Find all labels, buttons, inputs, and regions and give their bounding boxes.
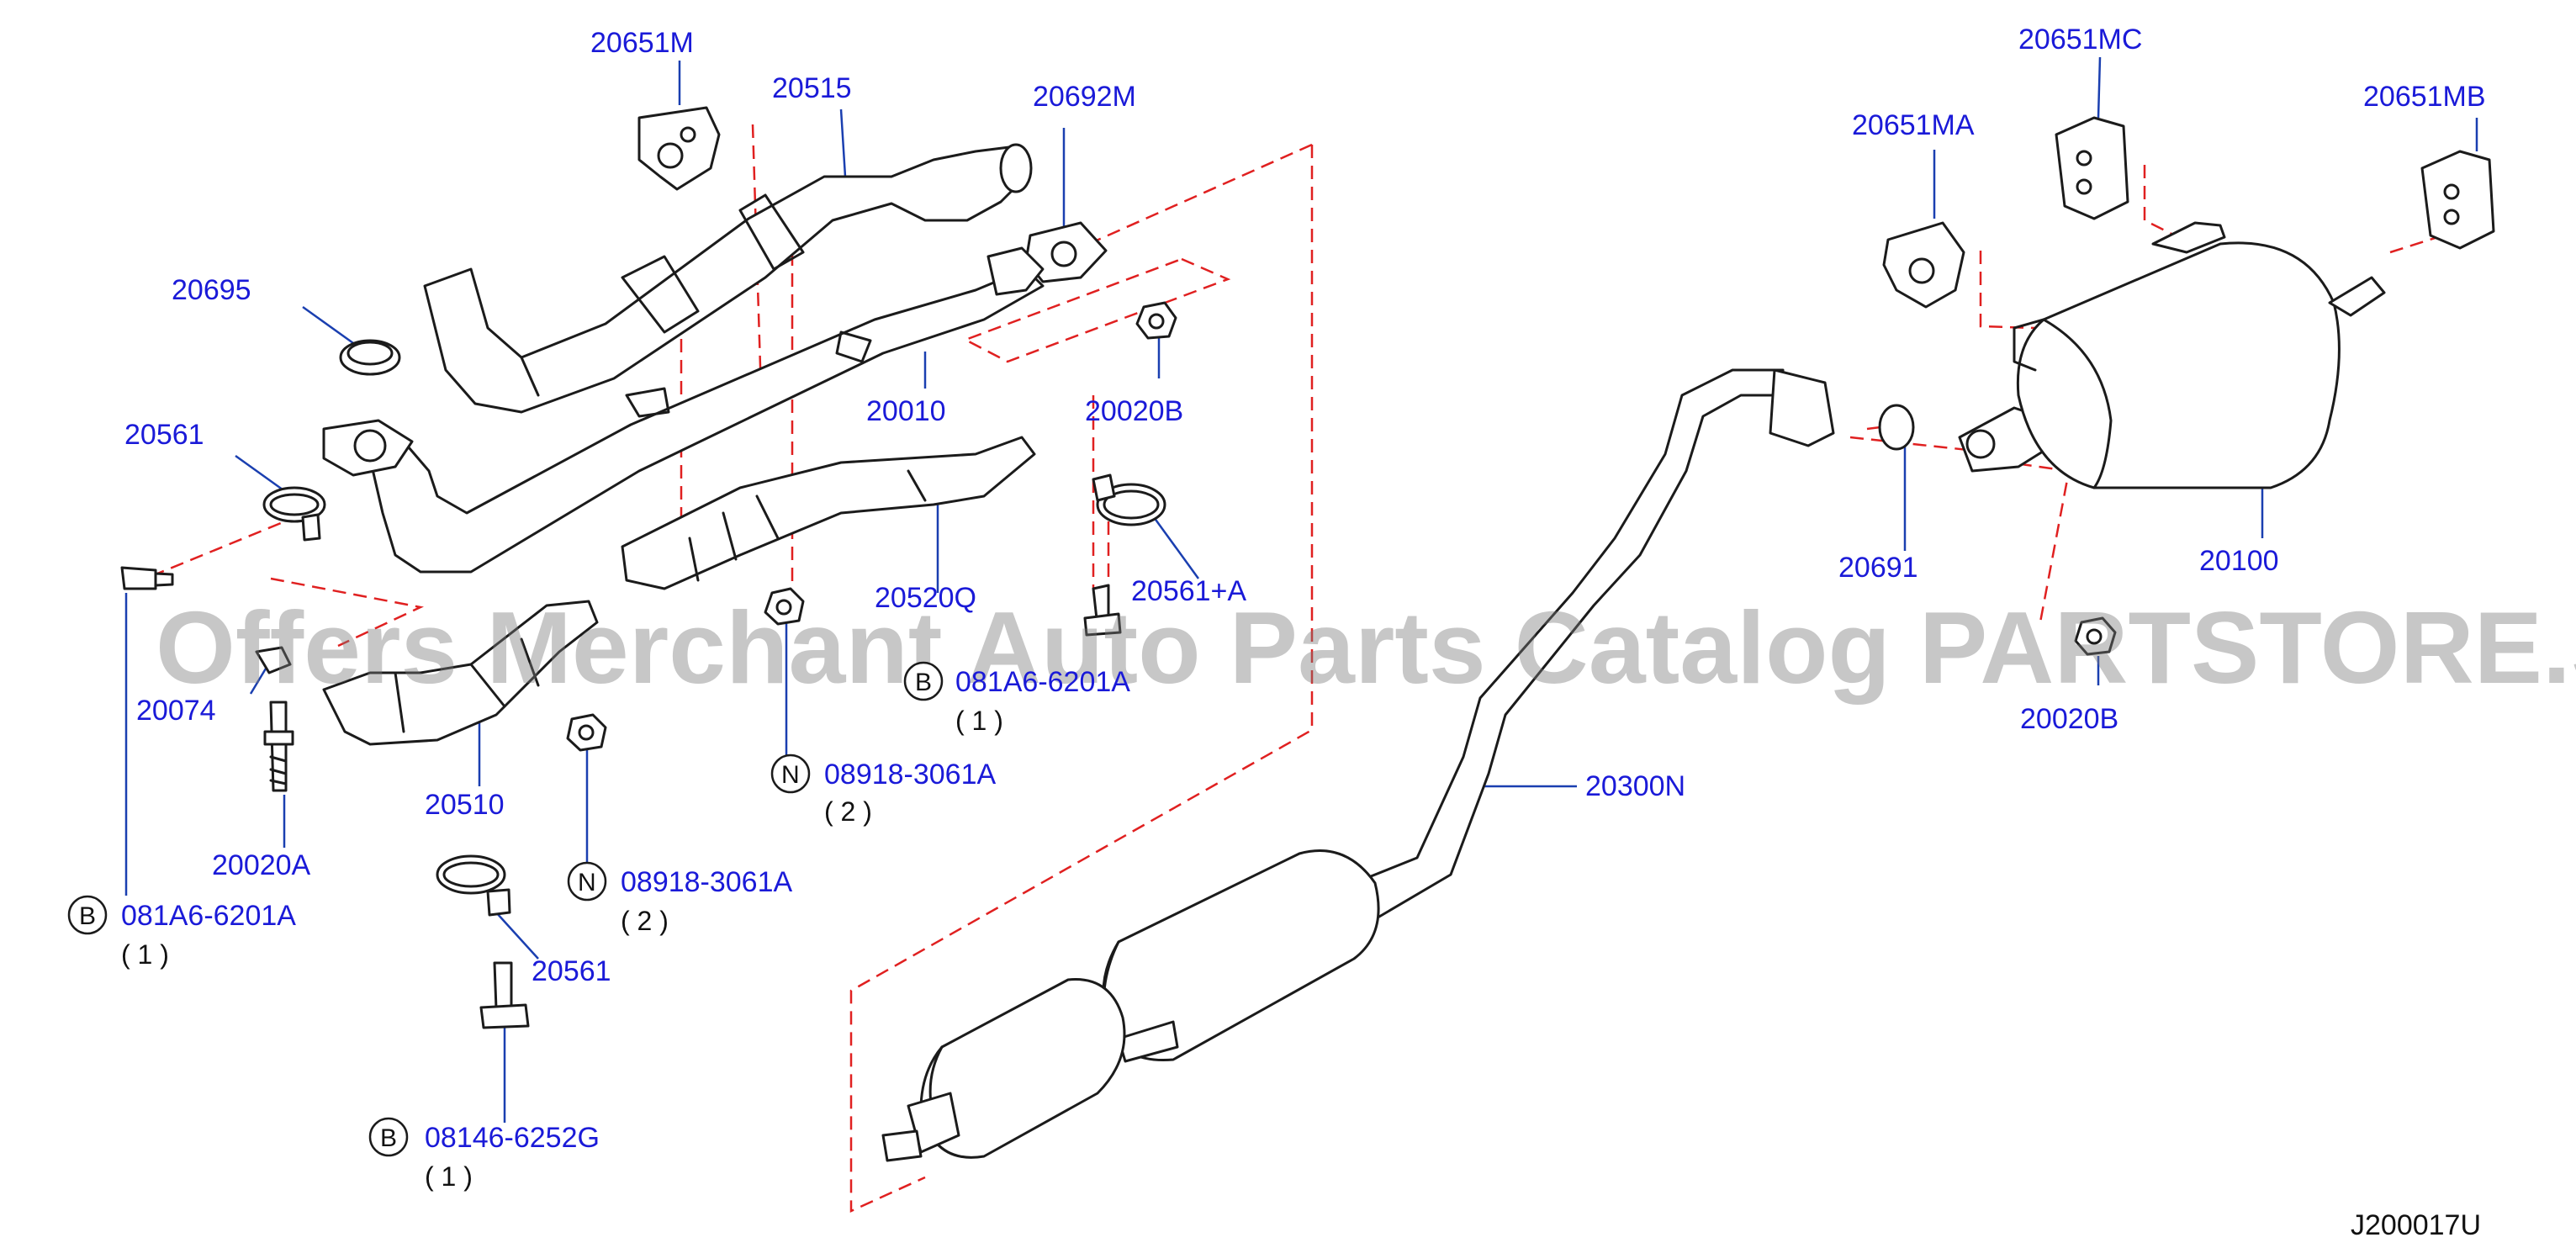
part-20651M-insulator xyxy=(637,106,721,191)
fastener-part-number: 08918-3061A xyxy=(824,759,997,791)
callout-20020B-right[interactable]: 20020B xyxy=(2020,703,2118,735)
leader-lines xyxy=(124,56,2478,1123)
part-20695-seal-ring xyxy=(339,339,401,376)
circle-marker xyxy=(903,661,944,701)
part-20510-front-tube xyxy=(322,600,599,746)
watermark: Offers Merchant Auto Parts Catalog PARTS… xyxy=(156,590,2576,705)
part-20515-front-tube xyxy=(423,143,1033,414)
fastener-part-number: 081A6-6201A xyxy=(121,900,296,932)
part-20100-main-muffler xyxy=(1958,221,2386,489)
part-08918-nut-mid xyxy=(764,587,805,626)
fastener-b-08146[interactable]: B 08146-6252G ( 1 ) xyxy=(368,1117,600,1192)
fastener-prefix: B xyxy=(380,1124,397,1152)
fastener-prefix: N xyxy=(781,761,800,789)
diagram-code: J200017U xyxy=(2351,1209,2481,1241)
callout-20561A[interactable]: 20561+A xyxy=(1131,575,1246,607)
callout-20020B-top[interactable]: 20020B xyxy=(1085,395,1183,427)
part-20651MB-insulator xyxy=(2420,150,2495,250)
fastener-part-number: 081A6-6201A xyxy=(955,666,1130,698)
callout-20515[interactable]: 20515 xyxy=(772,72,852,104)
part-081A6-bolt-left xyxy=(120,566,174,590)
callout-20651MB[interactable]: 20651MB xyxy=(2363,81,2486,113)
callout-20695[interactable]: 20695 xyxy=(172,274,251,306)
fastener-quantity: ( 1 ) xyxy=(425,1161,473,1192)
fastener-part-number: 08146-6252G xyxy=(425,1122,600,1154)
callout-20300N[interactable]: 20300N xyxy=(1585,770,1685,802)
fastener-prefix: B xyxy=(915,669,932,696)
fastener-quantity: ( 1 ) xyxy=(121,939,169,970)
callout-20691[interactable]: 20691 xyxy=(1838,552,1918,584)
fastener-prefix: B xyxy=(79,902,96,930)
circle-marker xyxy=(770,754,811,794)
callout-20651MA[interactable]: 20651MA xyxy=(1852,109,1975,141)
part-20020A-stud xyxy=(263,701,294,792)
callout-20692M[interactable]: 20692M xyxy=(1033,81,1136,113)
part-20651MC-insulator xyxy=(2055,116,2129,220)
fastener-n-08918-mid[interactable]: N 08918-3061A ( 2 ) xyxy=(770,754,997,827)
callout-20561-left[interactable]: 20561 xyxy=(124,419,204,451)
part-20692M-gasket xyxy=(1024,221,1108,283)
circle-marker xyxy=(368,1117,409,1157)
fastener-part-number: 08918-3061A xyxy=(621,866,793,898)
fastener-prefix: N xyxy=(578,869,596,896)
fastener-b-081A6-left[interactable]: B 081A6-6201A ( 1 ) xyxy=(67,895,296,970)
part-08918-nut-low xyxy=(566,713,607,752)
fastener-b-081A6-mid[interactable]: B 081A6-6201A ( 1 ) xyxy=(903,661,1130,736)
part-20561A-clamp xyxy=(1083,473,1166,637)
part-20561-clamp-left xyxy=(262,486,326,542)
part-20691-gasket xyxy=(1878,404,1915,451)
circle-marker xyxy=(67,895,108,935)
fastener-quantity: ( 2 ) xyxy=(824,796,872,827)
part-20561-clamp-bottom xyxy=(436,854,511,917)
callout-20651M[interactable]: 20651M xyxy=(590,27,694,59)
callout-20561-bottom[interactable]: 20561 xyxy=(532,955,611,987)
part-20651MA-insulator xyxy=(1882,221,1965,309)
part-20020B-nut-right xyxy=(2074,616,2117,656)
part-20010-exhaust-tube xyxy=(322,246,1045,574)
part-20300N-center-muffler xyxy=(881,368,1835,1162)
callout-20074[interactable]: 20074 xyxy=(136,695,216,727)
callout-20651MC[interactable]: 20651MC xyxy=(2018,24,2142,56)
callout-20020A[interactable]: 20020A xyxy=(212,849,311,881)
circle-marker xyxy=(567,861,607,902)
fastener-quantity: ( 1 ) xyxy=(955,706,1003,736)
callout-20100[interactable]: 20100 xyxy=(2199,545,2279,577)
callout-20510[interactable]: 20510 xyxy=(425,789,505,821)
fastener-quantity: ( 2 ) xyxy=(621,906,669,936)
part-20020B-nut-top xyxy=(1135,301,1177,340)
callout-20010[interactable]: 20010 xyxy=(866,395,946,427)
fastener-n-08918-low[interactable]: N 08918-3061A ( 2 ) xyxy=(567,861,793,936)
part-callouts: 20651M 20515 20692M 20695 20561 20010 20… xyxy=(124,24,2486,987)
part-08146-bolt xyxy=(479,961,530,1029)
part-20074-bolt xyxy=(255,646,292,674)
callout-20520Q[interactable]: 20520Q xyxy=(875,582,976,614)
part-20520Q-heat-insulator xyxy=(621,436,1036,590)
